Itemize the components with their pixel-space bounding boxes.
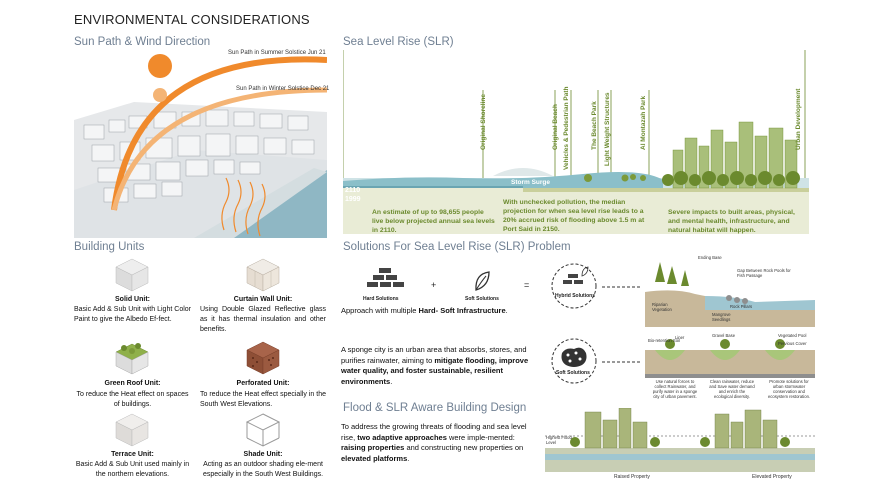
solid-unit-desc: Basic Add & Sub Unit with Light Color Pa… [74, 306, 191, 323]
slr-label-original-shoreline: Original Shoreline [480, 94, 487, 150]
flood-heading: Flood & SLR Aware Building Design [343, 402, 527, 414]
slr-label-light-structures: Light Weight Structures [604, 92, 611, 166]
winter-solstice-label: Sun Path in Winter Solstice Dec 21 [236, 86, 330, 92]
curtain-wall-unit-title: Curtain Wall Unit: [233, 296, 293, 303]
slr-label-urban-development: Urban Development [795, 88, 802, 150]
terrace-unit-icon [115, 413, 149, 447]
hybrid-connector [602, 286, 642, 288]
hybrid-label-ending-base: Ending Base [698, 255, 722, 260]
highest-flood-label: Highest Flood Level [546, 435, 572, 445]
perforated-unit-icon [246, 341, 280, 375]
hybrid-label-riparian: Riparian Vegetation [652, 302, 672, 312]
solutions-heading: Solutions For Sea Level Rise (SLR) Probl… [343, 241, 571, 253]
sun-path-heading: Sun Path & Wind Direction [74, 36, 211, 48]
hybrid-solution-diagram [645, 262, 815, 327]
curtain-wall-unit-desc: Using Double Glazed Reflective glass as … [200, 306, 326, 333]
hybrid-label-gap: Gap Between Rock Pools for Fish Passage [737, 268, 791, 278]
solid-unit-title: Solid Unit: [115, 296, 150, 303]
elevated-property-label: Elevated Property [752, 474, 792, 480]
approach-text: Approach with multiple Hard- Soft Infras… [341, 306, 508, 315]
sponge-caption-1: Use natural forces to collect Rainwater,… [652, 379, 698, 399]
sponge-city-text: A sponge city is an urban area that abso… [341, 345, 529, 386]
sponge-caption-3: Promote solutions for urban stormwater c… [767, 379, 811, 399]
soft-solutions-label: Soft Solutions [465, 296, 499, 302]
raised-property-label: Raised Property [614, 474, 650, 480]
soft-connector [602, 361, 642, 363]
sponge-label-gravel: Gravel Base [712, 333, 736, 338]
shade-unit-title: Shade Unit: [243, 451, 283, 458]
terrace-unit-title: Terrace Unit: [111, 451, 154, 458]
sponge-label-bioretention: Bio-retention Soil [648, 338, 680, 343]
green-roof-unit-desc: To reduce the Heat effect on spaces of b… [76, 391, 189, 408]
sponge-label-pervious: Pervious Cover [778, 341, 807, 346]
curtain-wall-unit-icon [246, 258, 280, 292]
sponge-label-liner: Liner [675, 335, 685, 340]
solid-unit-icon [115, 258, 149, 292]
summer-solstice-label: Sun Path in Summer Solstice Jun 21 [228, 50, 326, 56]
flood-paragraph: To address the growing threats of floodi… [341, 422, 527, 463]
green-roof-unit-icon [115, 343, 149, 375]
year-2110: 2110 [345, 187, 361, 194]
sponge-city-diagram [645, 339, 815, 378]
sponge-caption-2: Clean rainwater, reduce and Save water d… [709, 379, 755, 399]
green-roof-unit-title: Green Roof Unit: [104, 380, 161, 387]
slr-label-montazah-park: Al Montazah Park [640, 95, 647, 150]
flood-design-diagram [545, 408, 815, 472]
shade-unit-desc: Acting as an outdoor shading ele-ment es… [202, 461, 324, 478]
hard-solutions-icon [367, 268, 404, 287]
hard-solutions-label: Hard Solutions [363, 296, 399, 302]
storm-surge-label: Storm Surge [511, 179, 551, 186]
hybrid-solutions-label: Hybrid Solutions [555, 293, 595, 299]
slr-text-population: An estimate of up to 98,655 people live … [372, 209, 495, 234]
plus-sign: + [431, 280, 437, 290]
slr-label-vehicles-path: Vehicles & Pedestrian Path [563, 86, 570, 170]
hybrid-label-rock-pillars: Rock Pillars [730, 304, 753, 309]
slr-section-diagram [342, 50, 809, 238]
sponge-icon [551, 338, 597, 384]
equals-sign: = [524, 280, 530, 290]
slr-label-beach-park: The Beach Park [591, 101, 598, 150]
shade-unit-icon [245, 413, 281, 447]
soft-solutions-circle-label: Soft Solutions [556, 370, 590, 376]
hybrid-solutions-icon [551, 263, 597, 309]
perforated-unit-desc: To reduce the Heat effect specially in t… [200, 391, 326, 408]
sun-path-illustration [74, 50, 327, 238]
year-1999: 1999 [345, 196, 361, 203]
slr-text-impacts: Severe impacts to built areas, physical,… [668, 209, 795, 234]
slr-text-projection: With unchecked pollution, the median pro… [503, 199, 645, 233]
sponge-label-vegetated: Vegetated Pool [778, 333, 807, 338]
page-title: ENVIRONMENTAL CONSIDERATIONS [74, 12, 310, 27]
building-units-heading: Building Units [74, 241, 145, 253]
perforated-unit-title: Perforated Unit: [236, 380, 290, 387]
terrace-unit-desc: Basic Add & Sub Unit used mainly in the … [75, 461, 190, 478]
hybrid-label-mangrove: Mangrove Seedlings [712, 312, 731, 322]
leaf-icon [475, 271, 490, 291]
slr-heading: Sea Level Rise (SLR) [343, 36, 454, 48]
